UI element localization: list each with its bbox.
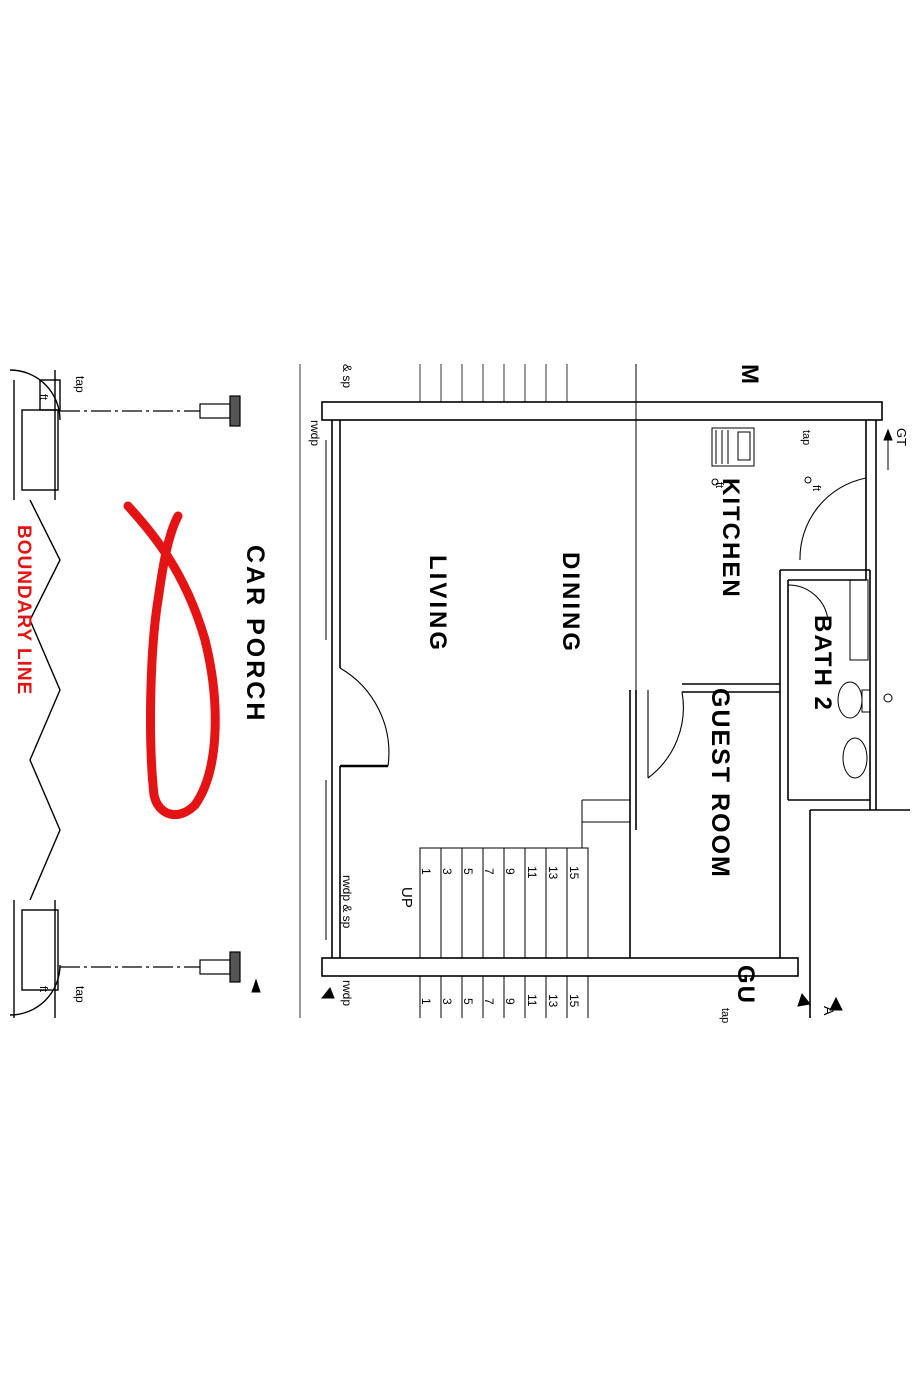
boundary-line-label: BOUNDARY LINE [13, 525, 34, 695]
car-porch-label: CAR PORCH [241, 545, 269, 723]
bath-ft-note: ft [713, 482, 725, 488]
room-label-bath-2: BATH 2 [809, 615, 836, 712]
ft-note-top: ft [37, 394, 49, 400]
stair-num: 11 [525, 866, 539, 879]
gate-posts [60, 395, 241, 983]
walls [321, 364, 910, 1018]
bath-fixtures [711, 476, 893, 779]
stair-num: 11 [525, 994, 539, 1007]
kitchen-sink [711, 427, 755, 467]
red-annotation-loop [123, 501, 220, 819]
stair-num: 1 [419, 868, 433, 875]
stair-num: 15 [567, 994, 581, 1008]
room-label-living: LIVING [424, 555, 451, 653]
door-arrows [251, 428, 893, 1011]
rwdp-sp-note: rwdp & sp [340, 875, 354, 929]
boundary-wall [9, 369, 61, 1018]
stair-numbers-neighbour: 1 3 5 7 9 11 13 15 [419, 994, 581, 1008]
bath-2-label: BATH 2 [809, 615, 836, 712]
rwdp-note-top: rwdp [308, 420, 322, 446]
room-label-car-porch: CAR PORCH [241, 545, 269, 723]
boundary-line-label-group: BOUNDARY LINE [13, 525, 34, 695]
stair-num: 7 [482, 868, 496, 875]
room-label-guest-room: GUEST ROOM [706, 688, 734, 879]
stair-num: 9 [503, 868, 517, 875]
dining-label: DINING [557, 552, 584, 654]
front-windows [299, 364, 327, 1018]
room-label-kitchen: KITCHEN [717, 478, 744, 599]
guest-cut-label: GU [732, 965, 759, 1005]
stair-num: 1 [419, 998, 433, 1005]
gt-note: GT [894, 428, 909, 446]
rwdp-note-bottom: rwdp [340, 980, 354, 1006]
room-label-guest-cut: GU [732, 965, 759, 1005]
kitchen-ft-note: ft [810, 485, 822, 491]
room-label-dining: DINING [557, 552, 584, 654]
tap-note-top: tap [73, 376, 87, 393]
up-note: UP [398, 887, 415, 908]
staircase-neighbour [419, 976, 589, 1018]
kitchen-tap-note: tap [800, 430, 812, 445]
stair-num: 3 [440, 868, 454, 875]
sp-cut-note: & sp [340, 364, 354, 388]
ft-note-bottom: ft [37, 986, 49, 992]
stair-num: 13 [546, 866, 560, 880]
a-cut-note: A [821, 1006, 837, 1016]
stair-num: 3 [440, 998, 454, 1005]
stair-num: 9 [503, 998, 517, 1005]
drawing-sheet [0, 363, 915, 1018]
kitchen-label: KITCHEN [717, 478, 744, 599]
stair-num: 13 [546, 994, 560, 1008]
stair-num: 7 [482, 998, 496, 1005]
stair-numbers-main: 1 3 5 7 9 11 13 15 [419, 866, 581, 880]
staircase-top [419, 364, 568, 402]
guest-room-label: GUEST ROOM [706, 688, 734, 879]
room-label-m-cut: M [736, 364, 763, 384]
stair-num: 5 [461, 998, 475, 1005]
tap-note-neighbour: tap [719, 1008, 731, 1023]
m-cut-label: M [736, 364, 763, 384]
living-label: LIVING [424, 555, 451, 653]
notes: tap ft tap ft & sp rwdp rwdp & sp rwdp t… [37, 364, 909, 1023]
doors [339, 477, 867, 779]
tap-note-bottom: tap [73, 986, 87, 1003]
stair-num: 15 [567, 866, 581, 880]
stair-num: 5 [461, 868, 475, 875]
staircase-main [419, 799, 630, 959]
